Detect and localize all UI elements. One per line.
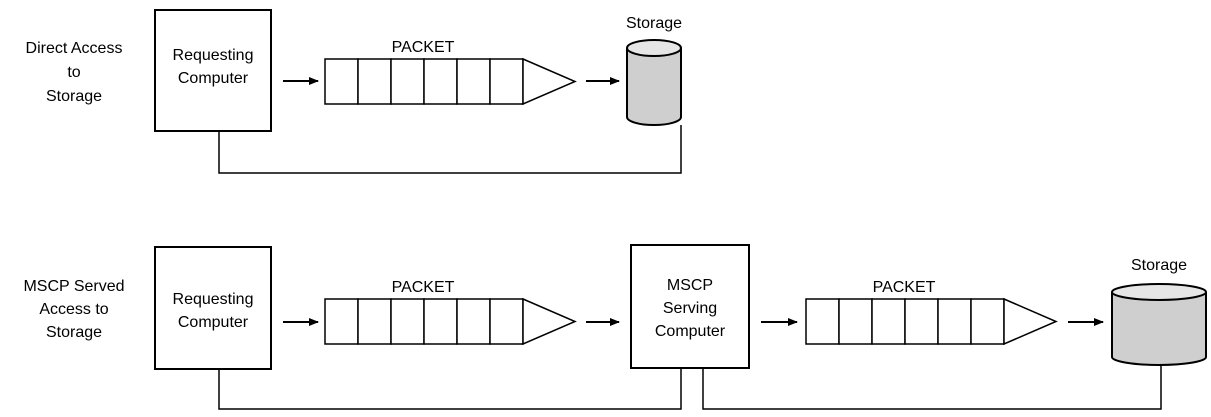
packet-label: PACKET bbox=[392, 39, 455, 56]
requesting-computer-label-line1: Requesting bbox=[173, 47, 254, 64]
storage-cylinder bbox=[626, 39, 682, 126]
mscp-wire-requesting-to-serving bbox=[218, 368, 682, 410]
mscp-wire-serving-to-storage bbox=[702, 365, 1162, 410]
packet2-label: PACKET bbox=[873, 279, 936, 296]
mscp-requesting-computer-box bbox=[154, 246, 272, 370]
mscp-serving-computer-box bbox=[630, 244, 750, 369]
packet2 bbox=[805, 297, 1058, 346]
direct-row-label-line3: Storage bbox=[46, 88, 102, 105]
direct-row-label-line2: to bbox=[67, 64, 80, 81]
packet1-label: PACKET bbox=[392, 279, 455, 296]
mscp-row-label-line1: MSCP Served bbox=[23, 278, 124, 295]
mscp-storage-cylinder bbox=[1111, 283, 1207, 366]
mscp-row-label-line2: Access to bbox=[39, 301, 108, 318]
direct-access-row: Direct Access to Storage Requesting Comp… bbox=[26, 9, 682, 174]
mscp-requesting-computer-label-line1: Requesting bbox=[173, 291, 254, 308]
mscp-access-row: MSCP Served Access to Storage Requesting… bbox=[23, 244, 1207, 410]
mscp-requesting-computer-label-line2: Computer bbox=[178, 314, 249, 331]
mscp-row-label-line3: Storage bbox=[46, 324, 102, 341]
packet1 bbox=[324, 297, 577, 346]
storage-label: Storage bbox=[626, 15, 682, 32]
requesting-computer-box bbox=[154, 9, 272, 132]
mscp-serving-label-line2: Serving bbox=[663, 300, 717, 317]
mscp-serving-label-line3: Computer bbox=[655, 323, 726, 340]
mscp-serving-label-line1: MSCP bbox=[667, 277, 713, 294]
requesting-computer-label-line2: Computer bbox=[178, 70, 249, 87]
mscp-storage-label: Storage bbox=[1131, 257, 1187, 274]
direct-row-label-line1: Direct Access bbox=[26, 40, 123, 57]
packet bbox=[324, 57, 577, 106]
direct-connection-wire bbox=[218, 125, 682, 174]
